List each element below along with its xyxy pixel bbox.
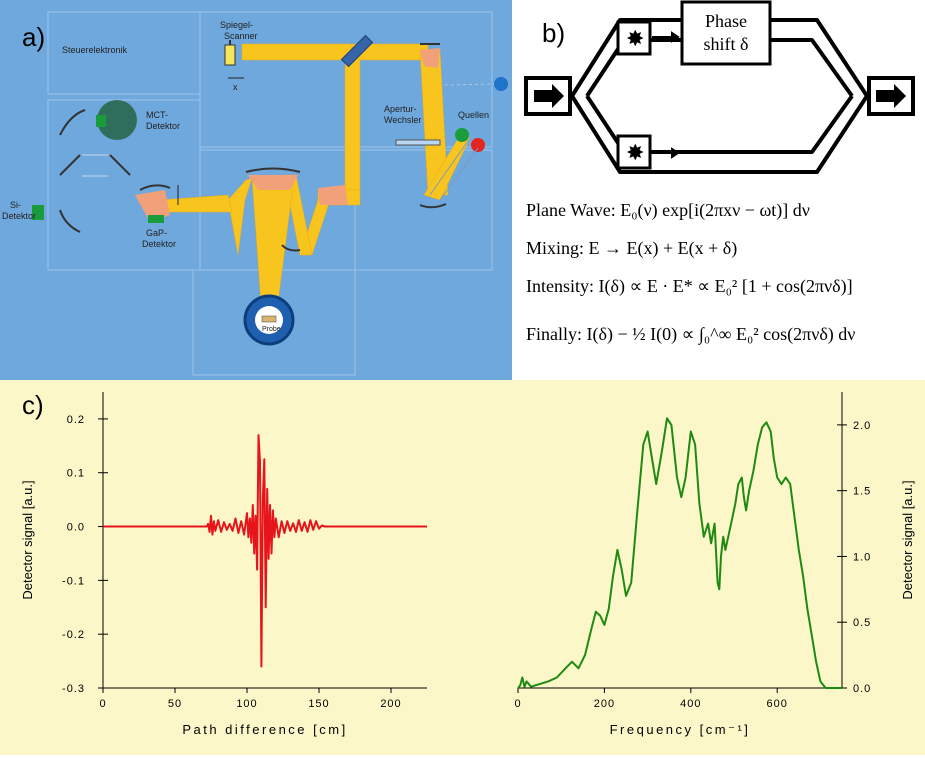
label-steuerelektronik: Steuerelektronik — [62, 45, 128, 55]
x-tick-label: 200 — [594, 698, 615, 710]
y-tick-label: -0.3 — [62, 683, 85, 695]
output-arrow-icon — [876, 84, 906, 108]
source-line-2 — [439, 147, 479, 201]
x-tick-label: 400 — [680, 698, 701, 710]
panel-a-label: a) — [22, 22, 46, 52]
source-red — [471, 138, 485, 152]
lower-path-inner — [585, 94, 854, 154]
lower-emitter-box — [616, 134, 652, 170]
beamsplitter — [340, 34, 374, 68]
input-arrow-icon — [534, 84, 564, 108]
equation-finally: Finally: I(δ) − ½ I(0) ∝ ∫₀^∞ E₀² cos(2π… — [526, 324, 856, 344]
gap-detector-element — [148, 215, 164, 223]
y-tick-label: 0.5 — [853, 617, 871, 629]
flip-mirror-1 — [59, 154, 81, 176]
y-axis-title: Detector signal [a.u.] — [20, 480, 35, 599]
mirror-reflection-2 — [135, 190, 170, 222]
mct-dewar — [97, 100, 137, 140]
mct-element — [96, 115, 106, 127]
sample-mirror — [245, 167, 301, 173]
upper-emit-arrow-head — [671, 31, 680, 43]
x-tick-label: 600 — [767, 698, 788, 710]
equation-plane-wave: Plane Wave: E₀(ν) exp[i(2πxν − ωt)] dν — [526, 200, 810, 220]
sample-holder — [261, 315, 277, 323]
y-tick-label: 2.0 — [853, 420, 871, 432]
gap-mirror — [139, 184, 171, 191]
lower-path-outer — [570, 94, 869, 174]
label-spiegel-2: Scanner — [224, 31, 258, 41]
label-mct-2: Detektor — [146, 121, 180, 131]
x-tick-label: 100 — [236, 698, 257, 710]
panel-b-label: b) — [542, 18, 566, 48]
label-quellen: Quellen — [458, 110, 489, 120]
label-gap-1: GaP- — [146, 228, 167, 238]
lower-emit-arrow-head — [671, 147, 680, 159]
x-tick-label: 50 — [168, 698, 182, 710]
beam-scanner — [241, 43, 353, 61]
phase-label-2: shift δ — [704, 34, 749, 54]
label-spiegel-1: Spiegel- — [220, 20, 253, 30]
y-tick-label: 0.2 — [67, 414, 85, 426]
label-si-2: Detektor — [2, 211, 36, 221]
x-axis-title: Frequency [cm⁻¹] — [610, 722, 751, 737]
label-gap-2: Detektor — [142, 239, 176, 249]
source-green — [455, 128, 469, 142]
beam-vertical — [344, 54, 361, 199]
equation-intensity: Intensity: I(δ) ∝ E · E* ∝ E₀² [1 + cos(… — [526, 276, 853, 296]
label-apertur-1: Apertur- — [384, 104, 417, 114]
y-tick-label: 0.0 — [853, 683, 871, 695]
source-blue — [494, 77, 508, 91]
source-mirror — [419, 203, 447, 209]
interferometer-svg: ✸ ✸ Phase shift δ — [524, 0, 915, 174]
source-line-3 — [444, 83, 495, 86]
label-x: x — [233, 82, 238, 92]
y-axis-title: Detector signal [a.u.] — [900, 480, 915, 599]
ftir-schematic-svg: Steuerelektronik Spiegel- Scanner x MCT-… — [2, 11, 508, 376]
label-si-1: Si- — [10, 200, 21, 210]
beam-detector — [159, 194, 233, 213]
x-tick-label: 200 — [380, 698, 401, 710]
y-tick-label: -0.1 — [62, 575, 85, 587]
flip-mirror-2 — [109, 154, 131, 176]
label-probe: Probe — [262, 326, 281, 333]
lower-star-icon: ✸ — [626, 140, 644, 165]
panel-c-label: c) — [22, 390, 44, 420]
mirror-reflection-3 — [420, 48, 440, 68]
x-tick-label: 0 — [99, 698, 106, 710]
mct-mirror — [59, 109, 86, 136]
y-tick-label: 1.5 — [853, 486, 871, 498]
x-axis-title: Path difference [cm] — [182, 722, 347, 737]
phase-label-1: Phase — [705, 11, 747, 31]
y-tick-label: 0.1 — [67, 468, 85, 480]
si-mirror — [59, 209, 81, 233]
panel-b-interferometer: ✸ ✸ Phase shift δ b) Plane Wave: E₀(ν) e… — [512, 0, 925, 380]
fold-mirror — [281, 244, 301, 252]
y-tick-label: 1.0 — [853, 551, 871, 563]
label-mct-1: MCT- — [146, 110, 168, 120]
x-tick-label: 150 — [308, 698, 329, 710]
scanner-block — [224, 44, 236, 66]
phase-shift-box — [680, 0, 772, 66]
equation-mixing: Mixing: E → E(x) + E(x + δ) — [526, 238, 738, 258]
x-tick-label: 0 — [514, 698, 521, 710]
beam-fold-3 — [227, 177, 253, 256]
mirror-reflection-4 — [318, 185, 348, 205]
upper-emitter-box — [616, 20, 652, 56]
mirror-reflection-1 — [248, 175, 298, 190]
source-box — [354, 149, 493, 271]
panel-a-ftir-schematic: Steuerelektronik Spiegel- Scanner x MCT-… — [0, 0, 512, 380]
source-line — [429, 137, 471, 196]
y-tick-label: -0.2 — [62, 629, 85, 641]
upper-star-icon: ✸ — [626, 26, 644, 51]
series-line — [103, 434, 427, 668]
si-detector-element — [32, 205, 44, 220]
aperture-wheel — [395, 139, 441, 146]
label-apertur-2: Wechsler — [384, 115, 421, 125]
series-line — [517, 417, 842, 689]
y-tick-label: 0.0 — [67, 522, 85, 534]
